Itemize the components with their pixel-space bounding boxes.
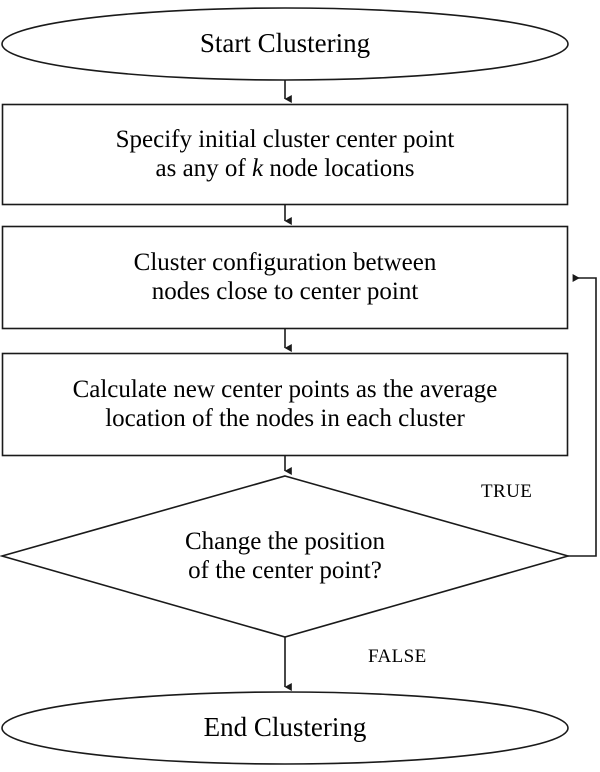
node-configure-shape [1, 225, 569, 330]
node-specify-shape [1, 103, 569, 206]
node-calculate-shape [1, 352, 569, 457]
node-start-shape [1, 7, 569, 81]
edge-label-false: FALSE [368, 646, 427, 667]
node-end-shape [1, 691, 569, 765]
edge-label-true: TRUE [481, 481, 533, 502]
edge-decision-true-to-configure [568, 274, 597, 557]
